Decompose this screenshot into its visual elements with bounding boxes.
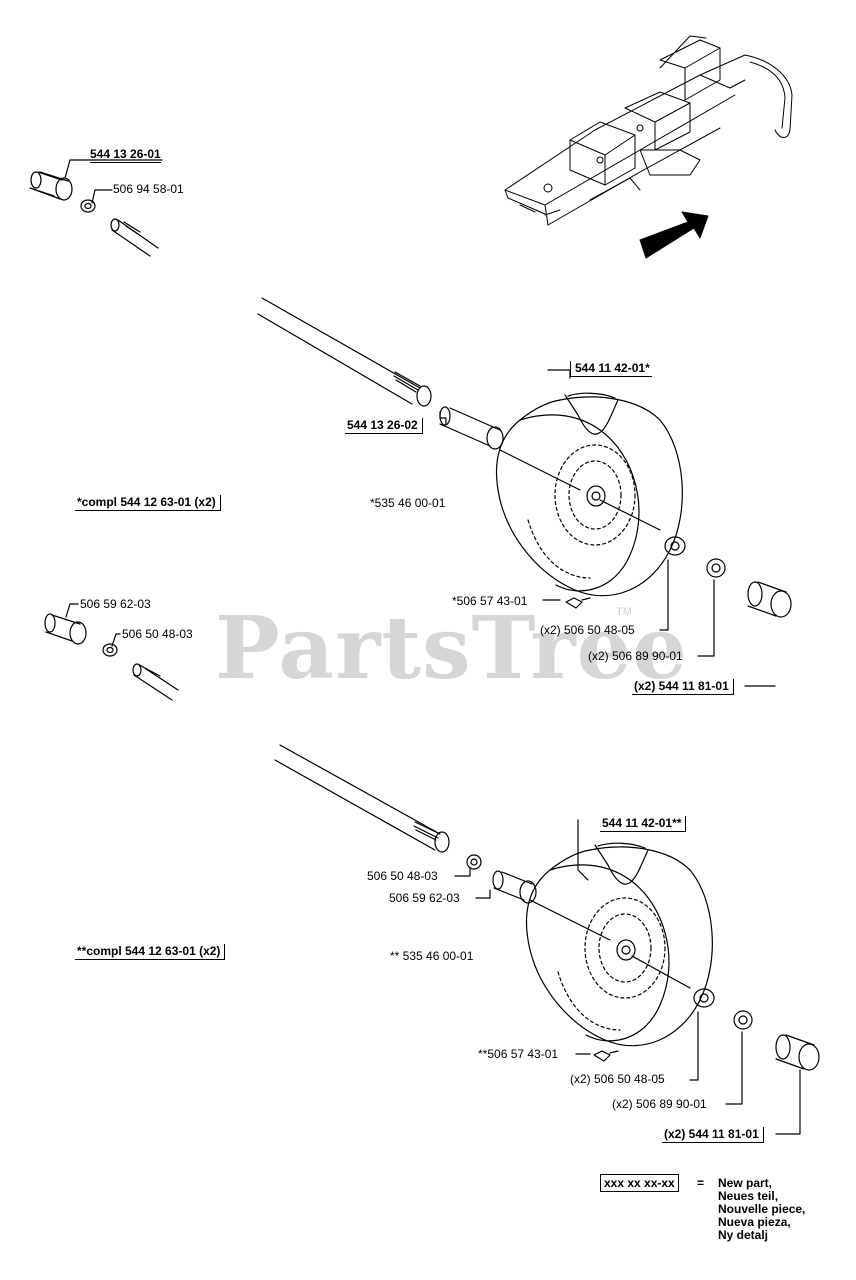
part-label-valve-1: *506 57 43-01 [452,594,528,608]
part-label-washer-1: (x2) 506 50 48-05 [540,623,635,637]
inset2-axle-detail [44,603,179,701]
part-label-rim-1: *535 46 00-01 [370,496,446,510]
watermark-trademark: TM [616,606,632,618]
part-label-washer-small-2: 506 50 48-03 [367,869,438,883]
legend-line: Neues teil, [718,1189,779,1203]
compl-label-2: **compl 544 12 63-01 (x2) [75,944,226,960]
legend-line: Nouvelle piece, [718,1202,806,1216]
compl-label-1: *compl 544 12 63-01 (x2) [75,495,221,511]
part-label-rim-2: ** 535 46 00-01 [390,949,474,963]
part-label-506-50-48-03: 506 50 48-03 [122,627,193,641]
part-label-506-94-58-01: 506 94 58-01 [113,182,184,196]
part-label-506-59-62-03: 506 59 62-03 [80,597,151,611]
part-label-wheel-2: 544 11 42-01** [600,816,687,832]
part-label-clip-1: (x2) 506 89 90-01 [588,649,683,663]
assembly2-wheel [274,744,820,1135]
part-label-544-13-26-01: 544 13 26-01 [90,147,161,163]
part-label-spacer-1: 544 13 26-02 [345,418,423,434]
part-label-washer-2: (x2) 506 50 48-05 [570,1072,665,1086]
part-label-clip-2: (x2) 506 89 90-01 [612,1097,707,1111]
inset1-axle-detail [29,159,163,257]
watermark-logo: PartsTree [215,598,689,699]
assembly1-wheel [257,297,792,687]
legend-line: Nueva pieza, [718,1215,791,1229]
part-label-cap-1: (x2) 544 11 81-01 [632,679,734,695]
legend-line: Ny detalj [718,1228,769,1242]
legend-code-box: xxx xx xx-xx [600,1174,679,1192]
tractor-frame-illustration [504,35,793,259]
legend-description: New part, Neues teil, Nouvelle piece, Nu… [718,1177,805,1242]
part-label-cap-2: (x2) 544 11 81-01 [662,1127,764,1143]
legend-equals: = [697,1176,705,1190]
part-label-spacer-2: 506 59 62-03 [389,891,460,905]
part-label-wheel-1: 544 11 42-01* [570,361,652,377]
legend-line: New part, [718,1176,773,1190]
part-label-valve-2: **506 57 43-01 [478,1047,559,1061]
